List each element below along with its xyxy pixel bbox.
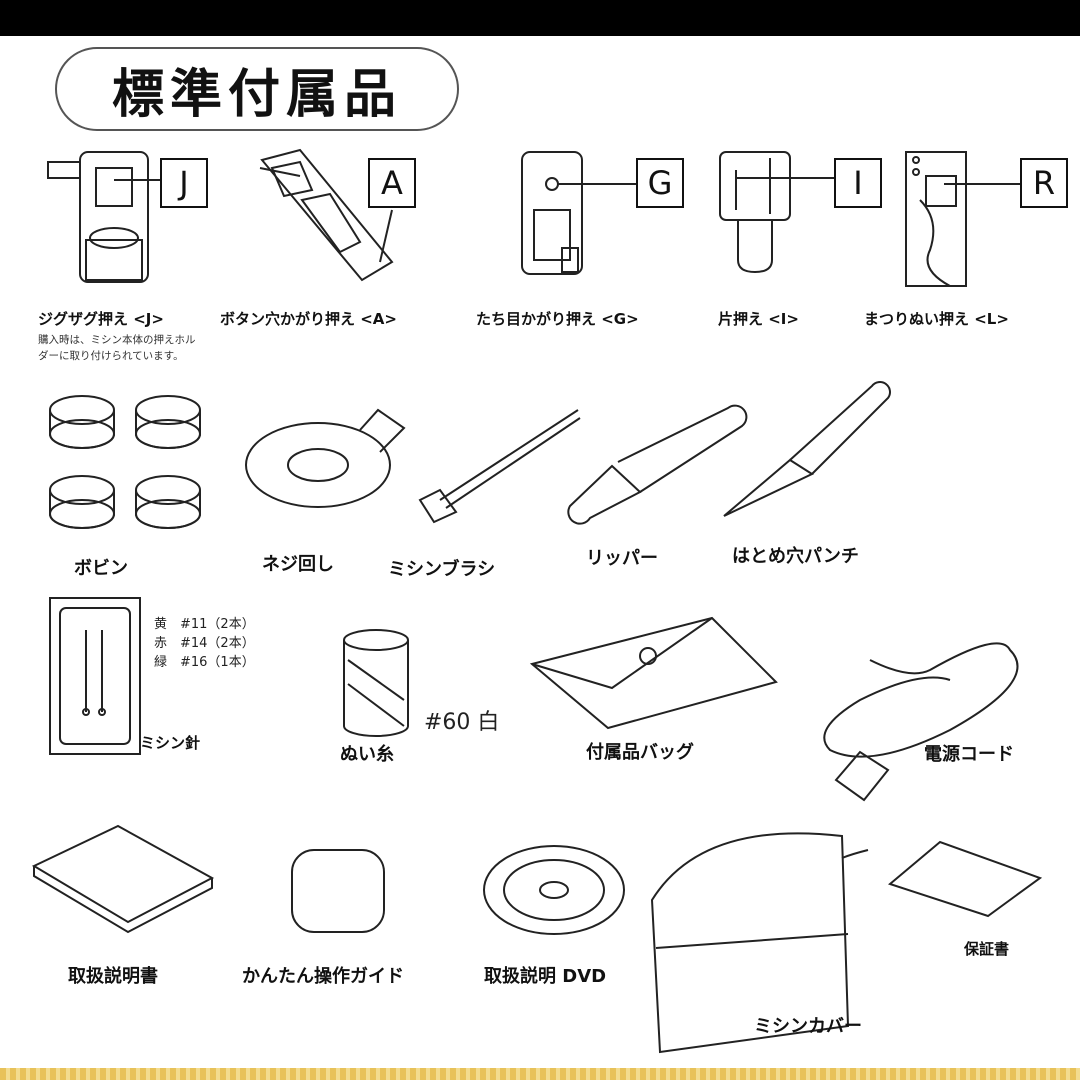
bottom-gold-strip — [0, 1068, 1080, 1080]
thread-spool-illustration — [344, 630, 408, 736]
cord-label: 電源コード — [924, 744, 1014, 765]
buttonhole-foot-illustration — [260, 150, 392, 280]
needle-spec-red: 赤 #14（2本） — [154, 636, 255, 651]
eyelet-punch-illustration — [724, 382, 890, 516]
brush-label: ミシンブラシ — [388, 559, 496, 580]
accessory-bag-illustration — [532, 618, 776, 728]
blindstitch-foot-illustration — [906, 152, 1022, 286]
manual-illustration — [34, 826, 212, 932]
overcasting-foot-label: たち目かがり押え <G> — [476, 310, 639, 328]
letter-g-box: G — [636, 158, 684, 208]
guide-label: かんたん操作ガイド — [242, 966, 404, 987]
seam-ripper-illustration — [568, 406, 746, 524]
brush-illustration — [420, 410, 580, 522]
letter-r: R — [1032, 164, 1056, 202]
cover-label: ミシンカバー — [754, 1016, 862, 1037]
bobbin-label: ボビン — [74, 558, 128, 579]
zigzag-foot-label: ジグザグ押え <J> — [38, 310, 164, 328]
screwdriver-illustration — [246, 410, 404, 507]
dvd-label: 取扱説明 DVD — [484, 966, 607, 987]
needle-spec-green: 緑 #16（1本） — [154, 655, 255, 670]
screwdriver-label: ネジ回し — [262, 554, 334, 575]
letter-a-box: A — [368, 158, 416, 208]
needle-label: ミシン針 — [140, 734, 201, 752]
zigzag-foot-illustration — [48, 152, 160, 282]
bobbins-illustration — [50, 396, 200, 528]
blindstitch-foot-label: まつりぬい押え <L> — [864, 310, 1009, 328]
zipper-foot-illustration — [720, 152, 834, 272]
warranty-label: 保証書 — [964, 940, 1010, 958]
needle-pack-illustration — [50, 598, 140, 754]
punch-label: はとめ穴パンチ — [732, 546, 859, 567]
letter-i: I — [853, 164, 863, 202]
title-pill: 標準付属品 — [55, 47, 459, 131]
zipper-foot-label: 片押え <I> — [718, 310, 799, 328]
dvd-illustration — [484, 846, 624, 934]
quick-guide-illustration — [292, 850, 384, 932]
letter-a: A — [381, 164, 403, 202]
letter-r-box: R — [1020, 158, 1068, 208]
machine-cover-illustration — [652, 833, 868, 1052]
page-title: 標準付属品 — [111, 64, 402, 125]
needle-specs: 黄 #11（2本） 赤 #14（2本） 緑 #16（1本） — [154, 615, 255, 672]
needle-spec-yellow: 黄 #11（2本） — [154, 617, 255, 632]
zigzag-foot-note: 購入時は、ミシン本体の押えホルダーに取り付けられています。 — [38, 334, 196, 362]
power-cord-illustration — [824, 643, 1017, 800]
letter-g: G — [647, 164, 673, 202]
thread-spec: #60 白 — [424, 710, 500, 735]
bag-label: 付属品バッグ — [586, 742, 694, 763]
thread-label: ぬい糸 — [340, 744, 394, 765]
letter-j: J — [179, 164, 189, 202]
letter-j-box: J — [160, 158, 208, 208]
buttonhole-foot-label: ボタン穴かがり押え <A> — [220, 310, 397, 328]
ripper-label: リッパー — [586, 548, 658, 569]
overcasting-foot-illustration — [522, 152, 636, 274]
warranty-card-illustration — [890, 842, 1040, 916]
manual-label: 取扱説明書 — [68, 966, 158, 987]
top-black-bar — [0, 0, 1080, 36]
letter-i-box: I — [834, 158, 882, 208]
